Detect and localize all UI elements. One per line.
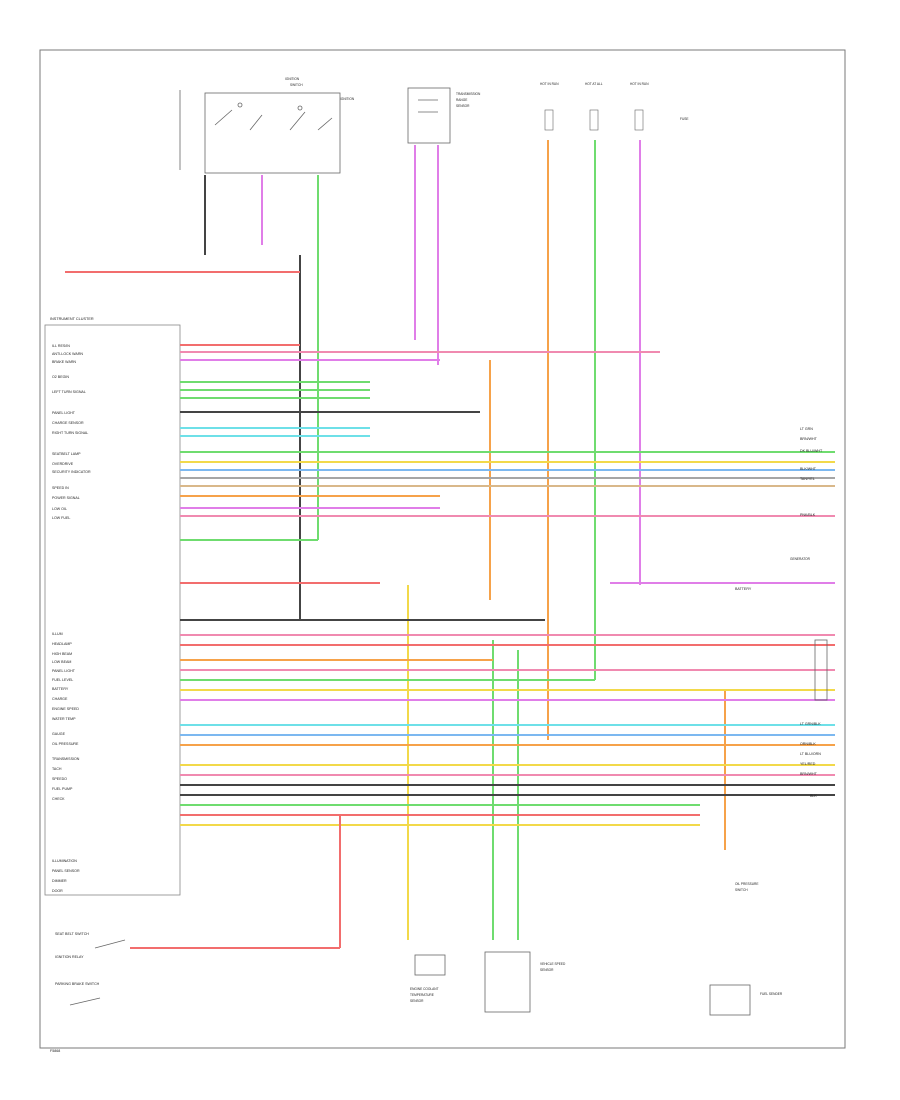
left-label: OIL PRESSURE xyxy=(52,742,79,746)
bottom-left-switches: SEAT BELT SWITCH IGNITION RELAY PARKING … xyxy=(55,932,126,1006)
left-label: HEADLAMP xyxy=(52,642,72,646)
svg-text:TEMPERATURE: TEMPERATURE xyxy=(410,993,434,997)
svg-text:FUEL SENDER: FUEL SENDER xyxy=(760,992,783,996)
svg-text:ENGINE COOLANT: ENGINE COOLANT xyxy=(410,987,439,991)
svg-text:SENSOR: SENSOR xyxy=(540,968,554,972)
diagram-frame xyxy=(39,49,846,1049)
right-label: PNK/BLK xyxy=(800,513,816,517)
right-label: ORN/BLK xyxy=(800,742,816,746)
fuse-block: HOT IN RUN HOT AT ALL HOT IN RUN FUSE xyxy=(540,82,689,131)
left-label: LEFT TURN SIGNAL xyxy=(52,390,86,394)
footer-code: F5868 xyxy=(50,1049,60,1053)
svg-text:OIL PRESSURE: OIL PRESSURE xyxy=(735,882,758,886)
left-label: OVERDRIVE xyxy=(52,462,74,466)
left-label: TRANSMISSION xyxy=(52,757,80,761)
svg-text:INSTRUMENT CLUSTER: INSTRUMENT CLUSTER xyxy=(50,317,94,321)
left-label: POWER SIGNAL xyxy=(52,496,80,500)
left-label: HIGH BEAM xyxy=(52,652,72,656)
left-label: BATTERY xyxy=(52,687,69,691)
svg-text:TRANSMISSION: TRANSMISSION xyxy=(456,92,481,96)
right-label: TAN/YEL xyxy=(800,477,815,481)
svg-text:IGNITION: IGNITION xyxy=(340,97,355,101)
vertical-wires xyxy=(204,140,726,940)
instrument-cluster: INSTRUMENT CLUSTER xyxy=(44,317,181,896)
left-label: BRAKE WARN xyxy=(52,360,76,364)
svg-text:HOT IN RUN: HOT IN RUN xyxy=(630,82,649,86)
right-label: BRN/WHT xyxy=(800,437,818,441)
right-label: LT GRN/BLK xyxy=(800,722,821,726)
left-label: TACH xyxy=(52,767,62,771)
seat-belt-switch-label: SEAT BELT SWITCH xyxy=(55,932,89,936)
right-label: YEL/RED xyxy=(800,762,816,766)
left-label: WATER TEMP xyxy=(52,717,76,721)
left-label: FUEL LEVEL xyxy=(52,678,73,682)
transmission-sensor xyxy=(407,87,451,144)
svg-text:SWITCH: SWITCH xyxy=(735,888,748,892)
parking-brake-switch-label: PARKING BRAKE SWITCH xyxy=(55,982,100,986)
svg-text:SENSOR: SENSOR xyxy=(456,104,470,108)
left-label: CHECK xyxy=(52,797,65,801)
svg-text:SWITCH: SWITCH xyxy=(290,83,303,87)
left-label: CHARGE SENSOR xyxy=(52,421,84,425)
svg-text:HOT AT ALL: HOT AT ALL xyxy=(585,82,603,86)
left-label: PANEL LIGHT xyxy=(52,669,76,673)
left-label: PANEL SENSOR xyxy=(52,869,80,873)
left-labels: ILL RES/IN ANTI-LOCK WARN BRAKE WARN O2 … xyxy=(52,344,91,893)
right-label: LT GRN xyxy=(800,427,813,431)
left-label: ILL RES/IN xyxy=(52,344,70,348)
left-label: LOW OIL xyxy=(52,507,67,511)
left-label: SECURITY INDICATOR xyxy=(52,470,91,474)
ignition-relay-label: IGNITION RELAY xyxy=(55,955,84,959)
bottom-components xyxy=(414,639,828,1016)
left-label: LOW FUEL xyxy=(52,516,70,520)
left-label: O2 BEGIN xyxy=(52,375,69,379)
left-label: LOW BEAM xyxy=(52,660,71,664)
right-label: LT BLU/ORN xyxy=(800,752,821,756)
left-label: SPEED IN xyxy=(52,486,69,490)
svg-text:HOT IN RUN: HOT IN RUN xyxy=(540,82,559,86)
left-label: FUEL PUMP xyxy=(52,787,73,791)
left-label: ANTI-LOCK WARN xyxy=(52,352,83,356)
left-label: SEATBELT LAMP xyxy=(52,452,81,456)
right-label: BLK/WHT xyxy=(800,467,817,471)
ignition-switch xyxy=(179,90,341,174)
svg-text:SENSOR: SENSOR xyxy=(410,999,424,1003)
left-label: CHARGE xyxy=(52,697,68,701)
left-label: SPEEDO xyxy=(52,777,67,781)
left-label: RIGHT TURN SIGNAL xyxy=(52,431,88,435)
svg-text:IGNITION: IGNITION xyxy=(285,77,300,81)
svg-text:GENERATOR: GENERATOR xyxy=(790,557,811,561)
svg-text:RANGE: RANGE xyxy=(456,98,467,102)
right-labels: LT GRN BRN/WHT DK BLU/WHT BLK/WHT TAN/YE… xyxy=(735,427,823,798)
svg-text:VEHICLE SPEED: VEHICLE SPEED xyxy=(540,962,566,966)
left-label: DOOR xyxy=(52,889,63,893)
svg-text:FUSE: FUSE xyxy=(680,117,689,121)
horizontal-wires xyxy=(65,271,835,949)
left-label: DIMMER xyxy=(52,879,67,883)
right-label: BATTERY xyxy=(735,587,752,591)
right-label: DK BLU/WHT xyxy=(800,449,823,453)
left-label: PANEL LIGHT xyxy=(52,411,76,415)
left-label: GAUGE xyxy=(52,732,66,736)
left-label: ILLUM xyxy=(52,632,63,636)
right-label: BLK xyxy=(810,794,817,798)
left-label: ILLUMINATION xyxy=(52,859,77,863)
left-label: ENGINE SPEED xyxy=(52,707,79,711)
right-label: BRN/WHT xyxy=(800,772,818,776)
